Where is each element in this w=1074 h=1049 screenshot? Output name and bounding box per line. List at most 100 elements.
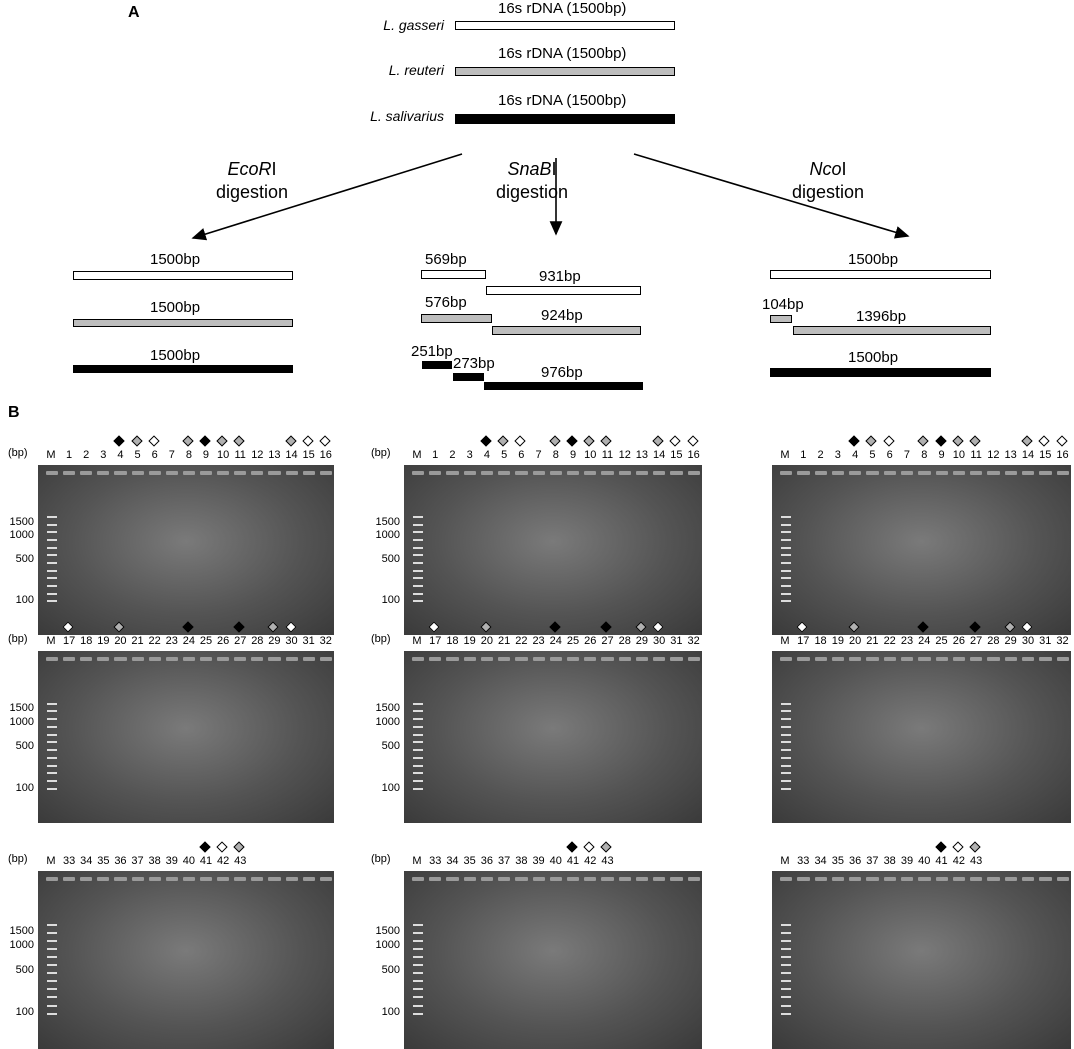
- gel-well: [429, 471, 442, 475]
- gel-well: [148, 657, 161, 661]
- lane-number: 28: [987, 635, 1000, 647]
- strain-marker-gray: [865, 435, 878, 447]
- ladder-band: [47, 600, 57, 603]
- enzyme-label-ecori: EcoRI digestion: [215, 159, 289, 202]
- lane-number: 27: [601, 635, 614, 647]
- lane-number: 24: [918, 635, 931, 647]
- gel-image: [404, 651, 702, 823]
- ladder-band: [413, 996, 423, 999]
- lane-number: 28: [251, 635, 264, 647]
- lane-number: 36: [849, 855, 862, 867]
- gel-well: [429, 657, 442, 661]
- lane-number: 24: [549, 635, 562, 647]
- gel-well: [63, 877, 76, 881]
- lane-number: 29: [1004, 635, 1017, 647]
- marker-lane-label: M: [780, 635, 790, 647]
- gel-well: [46, 657, 59, 661]
- gel-well: [918, 471, 931, 475]
- ladder-band: [47, 780, 57, 782]
- ladder-band: [413, 538, 423, 541]
- marker-lane-label: M: [46, 855, 56, 867]
- strain-marker-white: [669, 435, 682, 447]
- lane-number: 37: [498, 855, 511, 867]
- lane-number: 43: [234, 855, 247, 867]
- gel-well: [918, 657, 931, 661]
- ladder-band: [413, 924, 423, 927]
- ladder-size-label: 500: [15, 963, 34, 976]
- gel-well: [687, 657, 700, 661]
- lane-number: 6: [518, 449, 525, 461]
- gel-well: [182, 471, 195, 475]
- snabi-frag-reuteri-2: 924bp: [541, 307, 583, 324]
- gel-well: [814, 657, 827, 661]
- ladder-size-label: 100: [15, 594, 34, 606]
- gel-well: [900, 657, 914, 661]
- strain-marker-gray: [917, 435, 929, 447]
- strain-marker-white: [216, 841, 228, 853]
- gel-well: [97, 471, 110, 475]
- gel-well: [797, 877, 810, 881]
- ladder-band: [413, 592, 423, 595]
- strain-marker-gray: [952, 435, 964, 447]
- lane-number: 34: [814, 855, 827, 867]
- gel-well: [549, 877, 563, 881]
- ncoi-frag-salivarius: 1500bp: [848, 349, 899, 366]
- gel-image: [404, 871, 702, 1049]
- lane-number: 19: [97, 635, 110, 647]
- lane-number: 29: [268, 635, 281, 647]
- ladder-band: [47, 523, 57, 526]
- marker-lane-label: M: [412, 635, 422, 647]
- ladder-band: [47, 787, 57, 790]
- lane-number: 22: [883, 635, 896, 647]
- bp-unit-label: (bp): [8, 447, 28, 459]
- lane-number: 31: [302, 635, 315, 647]
- strain-marker-gray: [652, 435, 664, 447]
- gel-well: [1004, 471, 1017, 475]
- lane-number: 4: [852, 449, 859, 461]
- ecori-bar-reuteri: [73, 319, 293, 327]
- gel-well: [148, 471, 161, 475]
- lane-number: 30: [653, 635, 666, 647]
- ladder-band: [413, 702, 423, 705]
- gel-well: [412, 471, 425, 475]
- marker-lane-label: M: [412, 449, 422, 461]
- lane-number: 6: [886, 449, 893, 461]
- lane-number: 38: [883, 855, 896, 867]
- gel-well: [1004, 657, 1017, 661]
- gel-well: [217, 877, 230, 881]
- ladder-band: [781, 516, 791, 518]
- bp-unit-label: (bp): [8, 853, 28, 865]
- lane-number: 33: [62, 855, 76, 867]
- ladder-band: [47, 988, 57, 991]
- ladder-band: [781, 940, 791, 943]
- strain-marker-white: [514, 435, 527, 447]
- lane-number: 6: [151, 449, 158, 461]
- gel-well: [234, 877, 247, 881]
- ladder-band: [413, 569, 423, 572]
- ladder-size-label: 1000: [9, 716, 34, 729]
- ladder-band: [781, 538, 791, 541]
- ladder-band: [47, 980, 57, 983]
- gel-well: [234, 657, 247, 661]
- ladder-band: [47, 749, 57, 752]
- ladder-band: [413, 531, 423, 534]
- gel-well: [199, 471, 213, 475]
- lane-number: 19: [463, 635, 476, 647]
- ladder-band: [781, 948, 791, 951]
- ladder-band: [47, 584, 57, 587]
- lane-number: 12: [251, 449, 264, 461]
- gel-well: [285, 877, 298, 881]
- ladder-band: [413, 956, 423, 959]
- ladder-size-label: 1000: [9, 938, 34, 951]
- gel-well: [584, 657, 597, 661]
- gel-well: [1039, 657, 1052, 661]
- ladder-band: [781, 531, 791, 534]
- gel-well: [584, 471, 597, 475]
- gel-well: [251, 877, 264, 881]
- lane-number: 17: [429, 635, 442, 647]
- lane-number: 13: [635, 449, 649, 461]
- ladder-size-label: 1500: [9, 924, 34, 937]
- lane-number: 26: [216, 635, 230, 647]
- lane-number: 21: [131, 635, 144, 647]
- strain-marker-black: [199, 841, 211, 853]
